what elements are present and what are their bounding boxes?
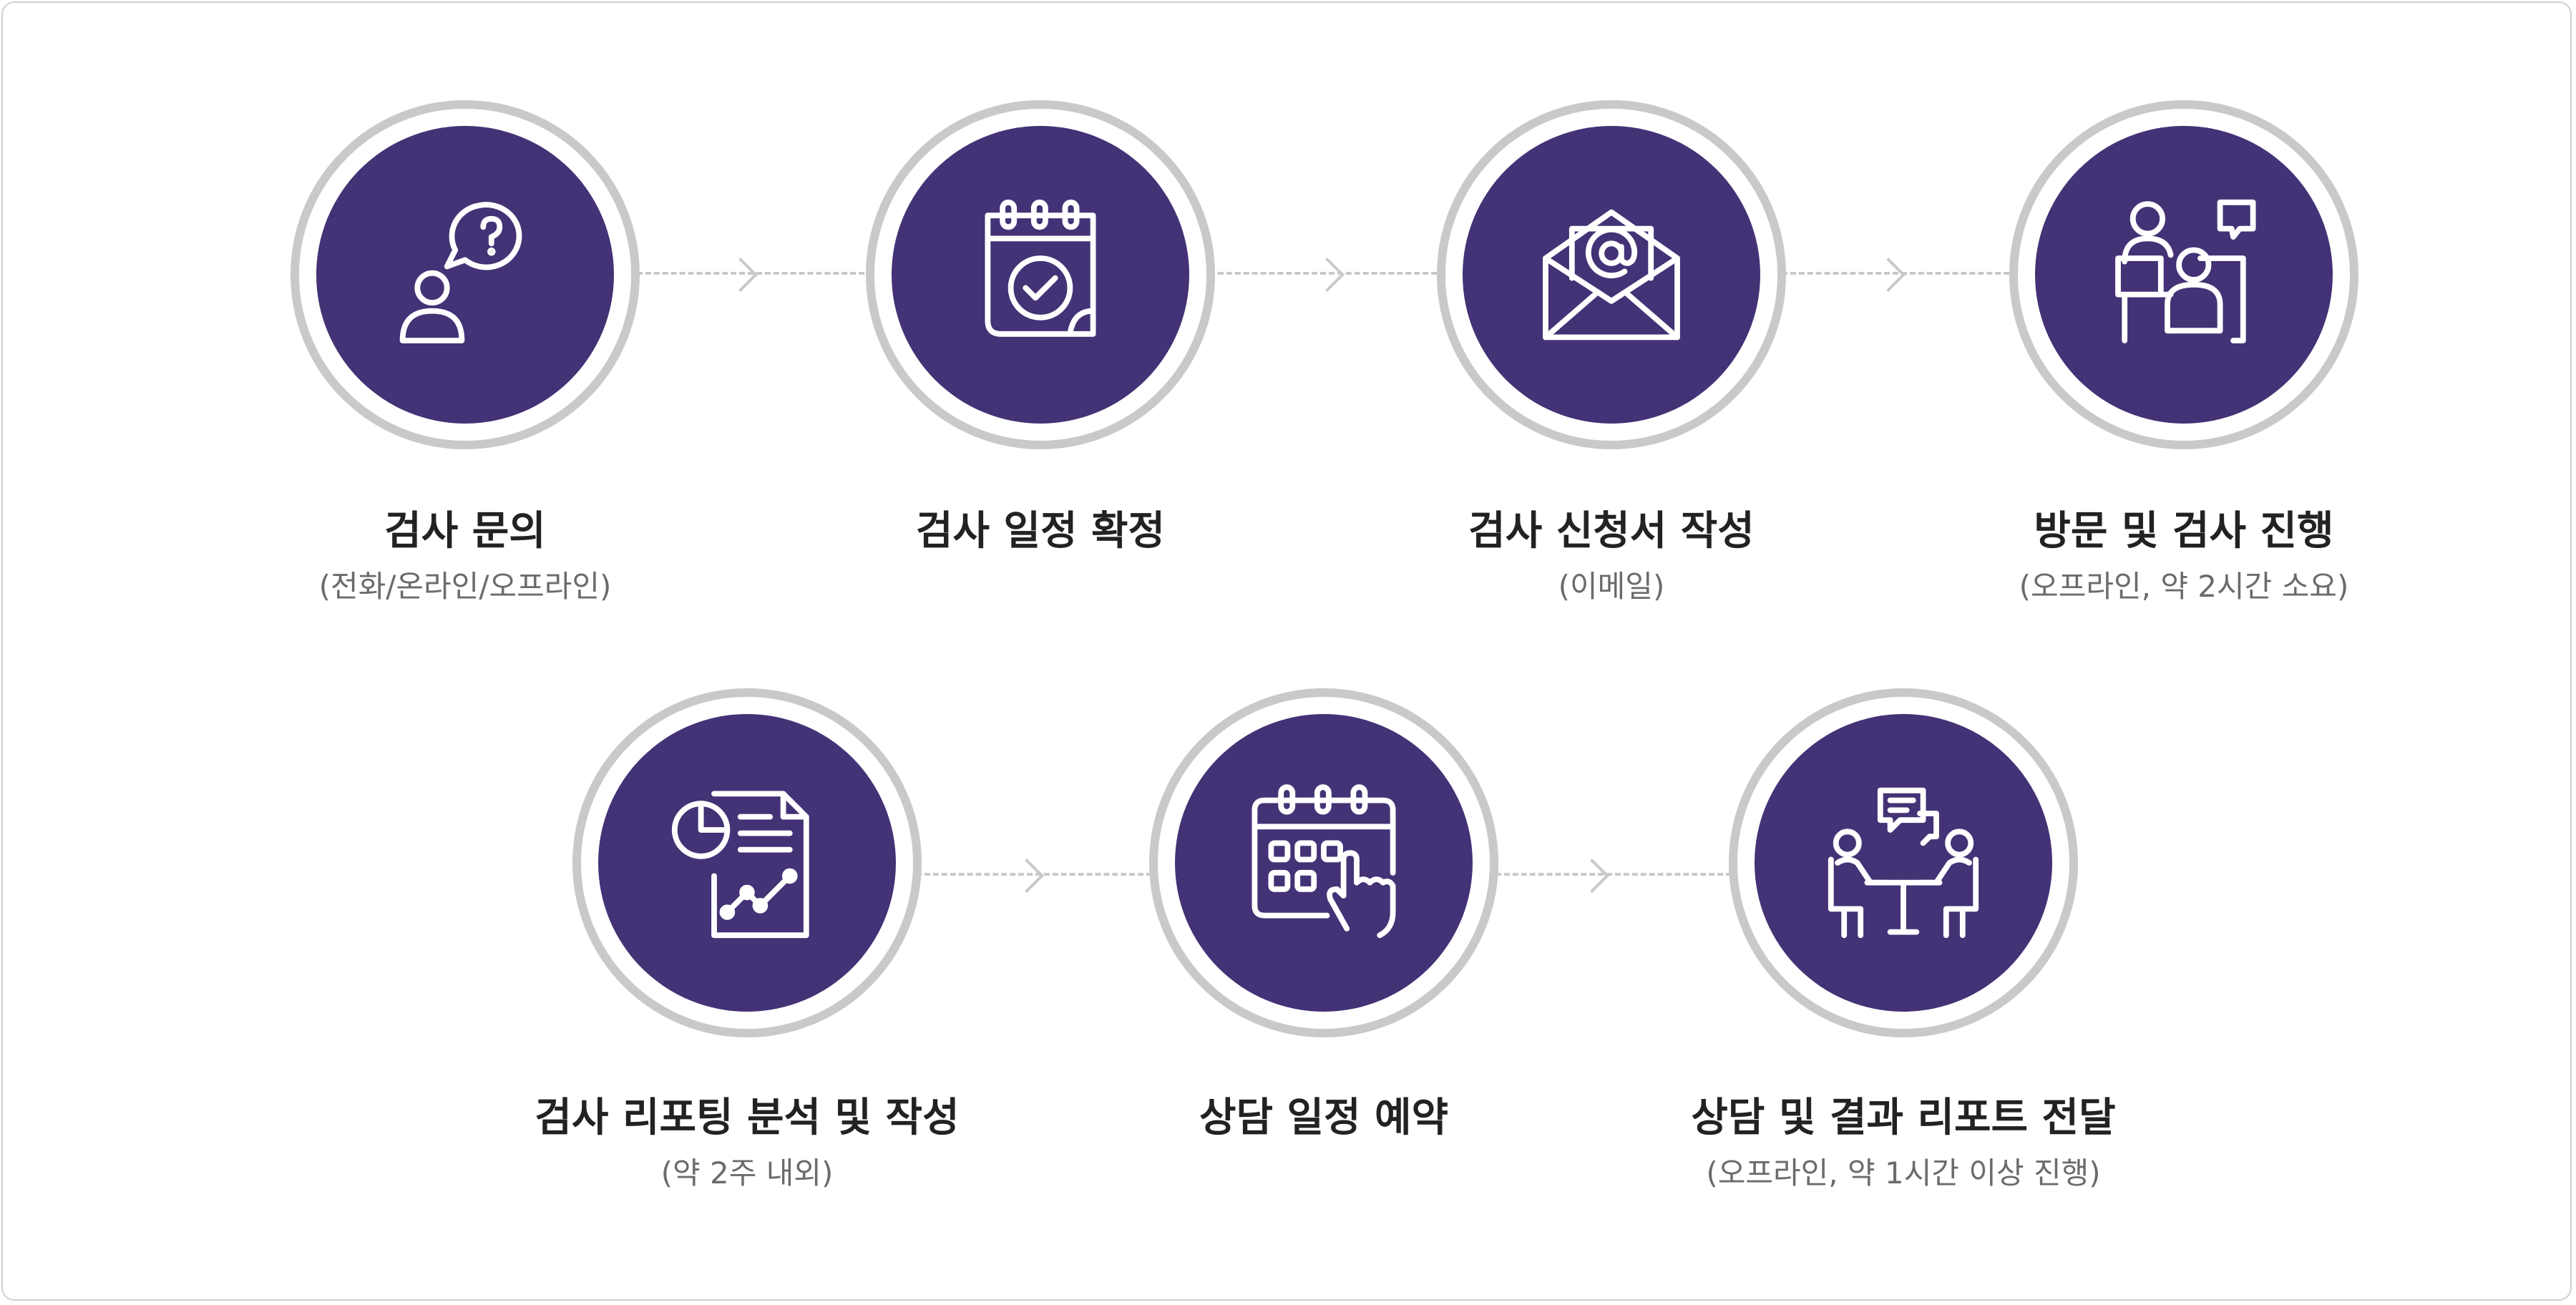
connector-3-4 (1782, 272, 2018, 275)
step-title: 검사 문의 (384, 508, 546, 554)
step-title: 상담 일정 예약 (1199, 1095, 1449, 1141)
step-1-label: 검사 문의 (전화/온라인/오프라인) (143, 507, 787, 607)
step-6-circle (1149, 688, 1498, 1037)
connector-2-3 (1209, 272, 1445, 275)
step-4-label: 방문 및 검사 진행 (오프라인, 약 2시간 소요) (1862, 507, 2506, 607)
step-subtitle: (이메일) (1558, 569, 1665, 604)
connector-1-2 (637, 272, 873, 275)
step-title: 상담 및 결과 리포트 전달 (1691, 1095, 2116, 1141)
step-title: 검사 리포팅 분석 및 작성 (535, 1095, 960, 1141)
step-7-label: 상담 및 결과 리포트 전달 (오프라인, 약 1시간 이상 진행) (1581, 1093, 2225, 1193)
step-title: 검사 일정 확정 (915, 508, 1166, 554)
consultation-table-icon (1828, 787, 1979, 939)
calendar-check-icon (985, 199, 1096, 337)
email-envelope-icon (1543, 209, 1680, 341)
step-1-circle (291, 100, 640, 449)
step-title: 방문 및 검사 진행 (2034, 508, 2334, 554)
step-4-circle (2009, 100, 2358, 449)
step-subtitle: (오프라인, 약 2시간 소요) (2019, 569, 2349, 604)
step-subtitle: (약 2주 내외) (660, 1155, 834, 1191)
calendar-tap-icon (1252, 784, 1396, 939)
step-6-label: 상담 일정 예약 (1002, 1093, 1646, 1153)
step-subtitle: (오프라인, 약 1시간 이상 진행) (1706, 1155, 2101, 1191)
step-subtitle: (전화/온라인/오프라인) (318, 569, 612, 604)
step-7-circle (1729, 688, 2078, 1037)
step-2-circle (866, 100, 1215, 449)
step-5-label: 검사 리포팅 분석 및 작성 (약 2주 내외) (425, 1093, 1069, 1193)
step-5-circle (572, 688, 922, 1037)
person-question-icon (399, 202, 522, 343)
counselor-meeting-icon (2115, 199, 2256, 343)
connector-5-6 (916, 873, 1152, 876)
connector-6-7 (1496, 873, 1732, 876)
step-3-label: 검사 신청서 작성 (이메일) (1289, 507, 1933, 607)
step-2-label: 검사 일정 확정 (718, 507, 1362, 567)
report-chart-icon (671, 791, 809, 939)
step-title: 검사 신청서 작성 (1468, 508, 1755, 554)
step-3-circle (1437, 100, 1786, 449)
